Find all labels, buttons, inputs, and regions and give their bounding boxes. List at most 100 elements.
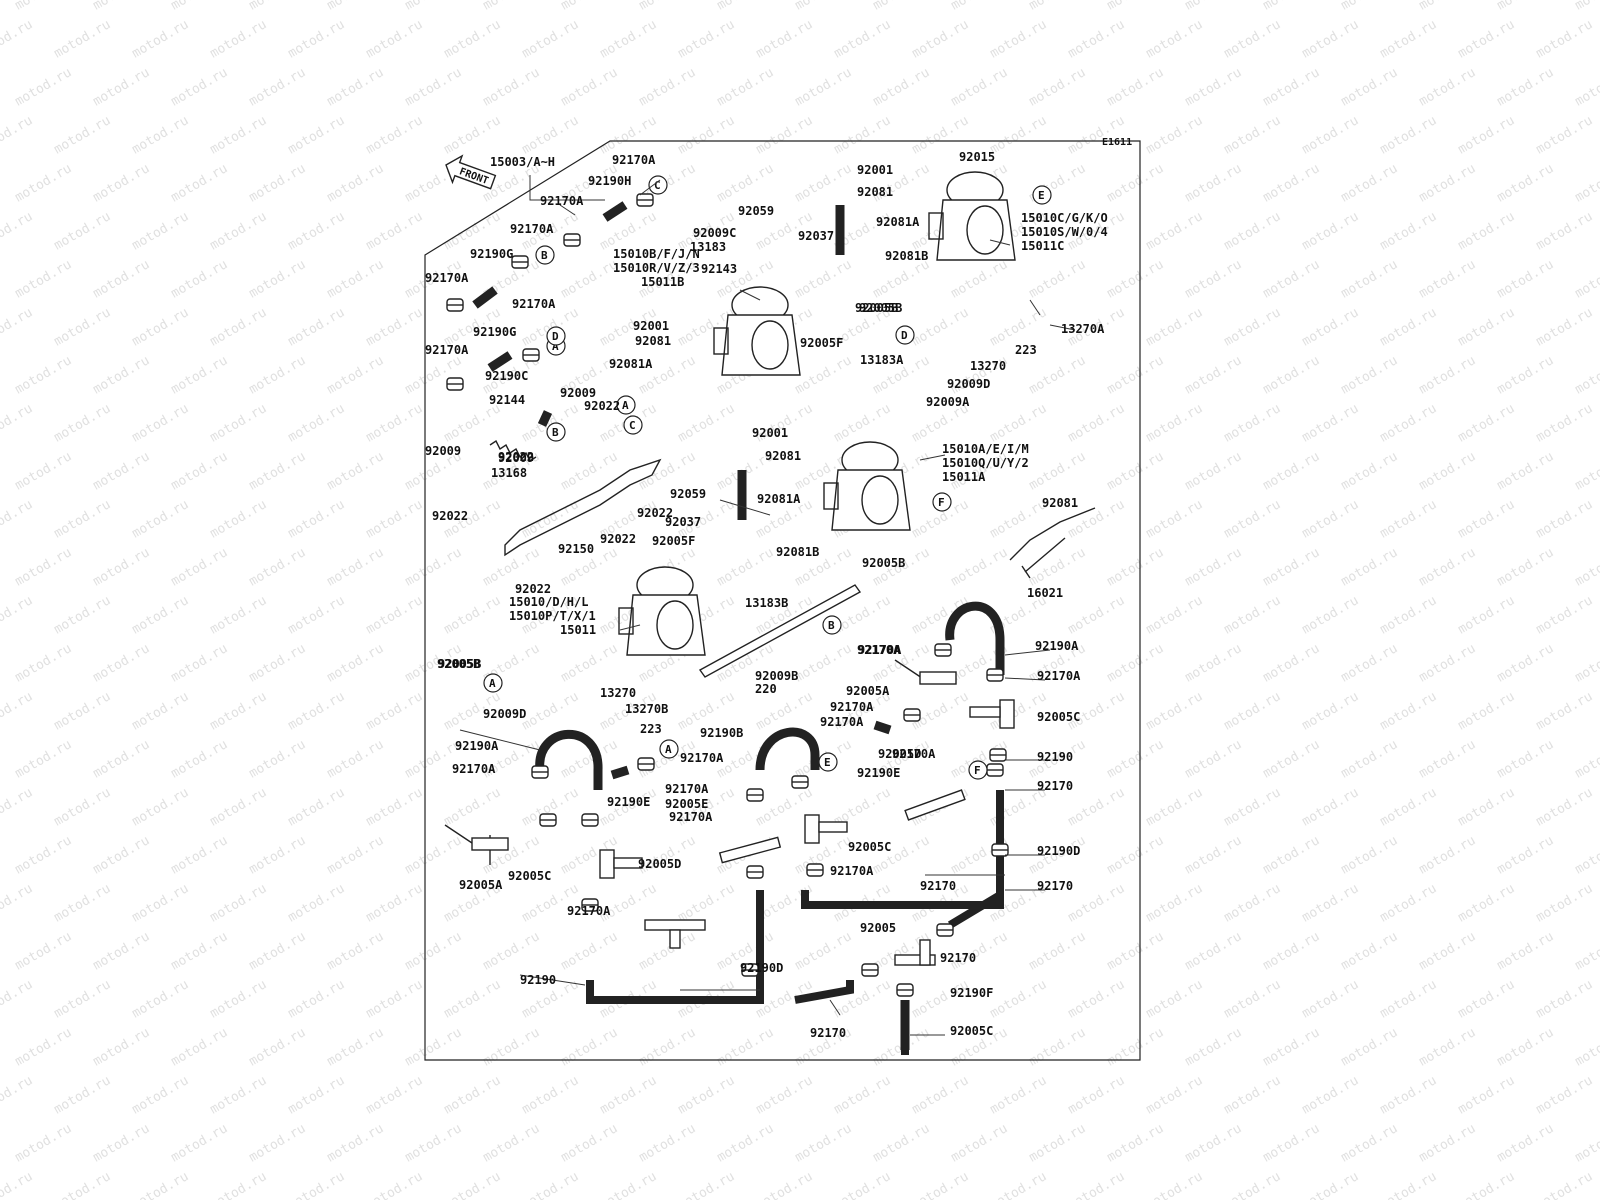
watermark-text: motod.ru — [949, 545, 1011, 589]
watermark-text: motod.ru — [247, 1121, 309, 1165]
part-label: 223 — [1015, 343, 1037, 357]
watermark-text: motod.ru — [403, 353, 465, 397]
watermark-text: motod.ru — [130, 785, 192, 829]
watermark-text: motod.ru — [130, 305, 192, 349]
callout-c: C — [649, 176, 667, 194]
watermark-text: motod.ru — [13, 1025, 75, 1069]
watermark-text: motod.ru — [1495, 65, 1557, 109]
watermark-text: motod.ru — [793, 0, 855, 13]
watermark-text: motod.ru — [1573, 0, 1600, 13]
part-label: 92022 — [432, 509, 468, 523]
part-label: 92005D — [638, 857, 681, 871]
watermark-text: motod.ru — [1417, 833, 1479, 877]
part-label: 92170 — [1037, 879, 1073, 893]
watermark-text: motod.ru — [988, 1073, 1050, 1117]
watermark-text: motod.ru — [1456, 113, 1518, 157]
watermark-text: motod.ru — [832, 1169, 894, 1200]
watermark-text: motod.ru — [1339, 929, 1401, 973]
part-label: 92022 — [515, 582, 551, 596]
watermark-text: motod.ru — [559, 1121, 621, 1165]
watermark-text: motod.ru — [754, 1073, 816, 1117]
watermark-text: motod.ru — [832, 401, 894, 445]
part-label: 92009C — [693, 226, 736, 240]
watermark-text: motod.ru — [13, 353, 75, 397]
hose-clamp — [512, 256, 528, 268]
watermark-text: motod.ru — [1105, 737, 1167, 781]
watermark-text: motod.ru — [325, 737, 387, 781]
svg-text:F: F — [974, 764, 981, 777]
part-label: 92190 — [520, 973, 556, 987]
watermark-text: motod.ru — [1066, 401, 1128, 445]
watermark-text: motod.ru — [1144, 305, 1206, 349]
watermark-text: motod.ru — [13, 257, 75, 301]
part-label: 15011A — [942, 470, 986, 484]
svg-text:E: E — [824, 756, 831, 769]
part-label: 92005B — [855, 301, 898, 315]
watermark-text: motod.ru — [403, 833, 465, 877]
watermark-text: motod.ru — [247, 833, 309, 877]
part-label: 15010P/T/X/1 — [509, 609, 596, 623]
hose-clamp — [987, 669, 1003, 681]
watermark-text: motod.ru — [1144, 1169, 1206, 1200]
watermark-text: motod.ru — [1066, 881, 1128, 925]
watermark-text: motod.ru — [364, 977, 426, 1021]
watermark-text: motod.ru — [286, 1073, 348, 1117]
watermark-text: motod.ru — [364, 305, 426, 349]
watermark-text: motod.ru — [1573, 353, 1600, 397]
watermark-text: motod.ru — [286, 593, 348, 637]
watermark-text: motod.ru — [559, 65, 621, 109]
watermark-text: motod.ru — [1378, 497, 1440, 541]
part-label: 92009D — [947, 377, 990, 391]
watermark-text: motod.ru — [1495, 737, 1557, 781]
watermark-text: motod.ru — [325, 257, 387, 301]
watermark-text: motod.ru — [91, 449, 153, 493]
part-label: 92170 — [810, 1026, 846, 1040]
watermark-text: motod.ru — [910, 1073, 972, 1117]
watermark-text: motod.ru — [520, 113, 582, 157]
watermark-text: motod.ru — [1261, 65, 1323, 109]
watermark-text: motod.ru — [1495, 929, 1557, 973]
watermark-text: motod.ru — [1105, 353, 1167, 397]
watermark-text: motod.ru — [13, 737, 75, 781]
watermark-text: motod.ru — [1027, 257, 1089, 301]
watermark-text: motod.ru — [637, 929, 699, 973]
part-label: 15011C — [1021, 239, 1064, 253]
hose-92190C — [542, 412, 548, 425]
watermark-text: motod.ru — [1495, 833, 1557, 877]
watermark-text: motod.ru — [1222, 785, 1284, 829]
watermark-text: motod.ru — [1378, 401, 1440, 445]
part-label: 92190D — [740, 961, 783, 975]
watermark-text: motod.ru — [1222, 17, 1284, 61]
watermark-text: motod.ru — [1339, 641, 1401, 685]
watermark-text: motod.ru — [949, 65, 1011, 109]
watermark-text: motod.ru — [442, 593, 504, 637]
watermark-text: motod.ru — [1417, 353, 1479, 397]
part-label: 92022 — [600, 532, 636, 546]
watermark-text: motod.ru — [169, 1025, 231, 1069]
watermark-text: motod.ru — [442, 17, 504, 61]
watermark-text: motod.ru — [0, 881, 35, 925]
hose-clamp — [897, 984, 913, 996]
part-label: 92170 — [940, 951, 976, 965]
hose-clamp — [937, 924, 953, 936]
watermark-text: motod.ru — [364, 689, 426, 733]
part-label: 92170 — [1037, 779, 1073, 793]
part-label: 13270 — [600, 686, 636, 700]
watermark-text: motod.ru — [1261, 929, 1323, 973]
watermark-text: motod.ru — [1261, 641, 1323, 685]
watermark-text: motod.ru — [1027, 1025, 1089, 1069]
watermark-text: motod.ru — [130, 401, 192, 445]
watermark-text: motod.ru — [325, 1025, 387, 1069]
watermark-text: motod.ru — [1144, 17, 1206, 61]
watermark-text: motod.ru — [208, 113, 270, 157]
callout-b: B — [823, 616, 841, 634]
part-label: 13270 — [970, 359, 1006, 373]
watermark-text: motod.ru — [1105, 1025, 1167, 1069]
part-label: 92190H — [588, 174, 631, 188]
hose-clamp — [990, 749, 1006, 761]
watermark-text: motod.ru — [1456, 1169, 1518, 1200]
watermark-text: motod.ru — [1495, 1121, 1557, 1165]
watermark-text: motod.ru — [208, 689, 270, 733]
watermark-text: motod.ru — [910, 1169, 972, 1200]
part-label: 92081 — [765, 449, 801, 463]
